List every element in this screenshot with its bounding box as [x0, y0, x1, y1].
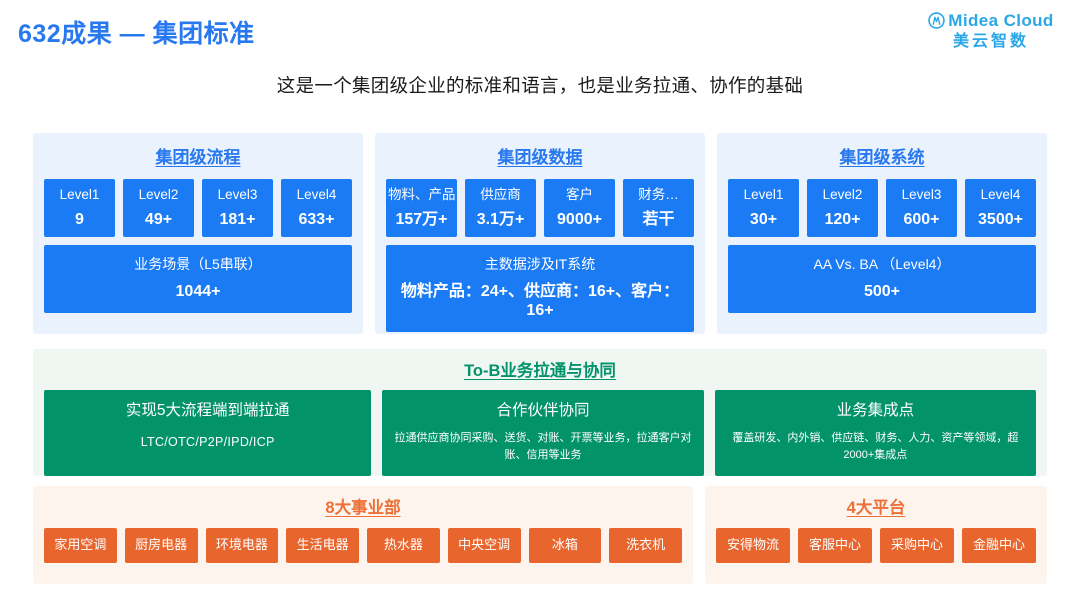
tob-card-subtitle: 覆盖研发、内外销、供应链、财务、人力、资产等领域，超2000+集成点 [732, 432, 1019, 462]
division-tag-row: 家用空调 厨房电器 环境电器 生活电器 热水器 中央空调 冰箱 洗衣机 [44, 528, 682, 563]
brand-logo: Midea Cloud 美云智数 [916, 12, 1066, 51]
metric-label: Level4 [980, 187, 1021, 202]
metric-box[interactable]: Level3 181+ [202, 179, 273, 238]
level-box-row-data: 物料、产品 157万+ 供应商 3.1万+ 客户 9000+ 财务… 若干 [386, 179, 694, 238]
page-title: 632成果 — 集团标准 [18, 20, 255, 48]
summary-box-data[interactable]: 主数据涉及IT系统 物料产品：24+、供应商：16+、客户：16+ [386, 245, 694, 333]
division-tag[interactable]: 环境电器 [205, 528, 279, 563]
metric-box[interactable]: Level4 633+ [281, 179, 352, 238]
metric-label: Level1 [743, 187, 784, 202]
metric-box[interactable]: 物料、产品 157万+ [386, 179, 457, 238]
division-tag[interactable]: 热水器 [367, 528, 440, 563]
metric-label: Level2 [138, 187, 179, 202]
metric-box[interactable]: Level1 9 [44, 179, 115, 238]
metric-box[interactable]: Level4 3500+ [965, 179, 1036, 238]
panel-title-divisions: 8大事业部 [325, 499, 401, 517]
tob-card[interactable]: 实现5大流程端到端拉通 LTC/OTC/P2P/IPD/ICP [44, 390, 372, 477]
panel-group-tob: To-B业务拉通与协同 实现5大流程端到端拉通 LTC/OTC/P2P/IPD/… [33, 349, 1047, 477]
panel-group-data: 集团级数据 物料、产品 157万+ 供应商 3.1万+ 客户 9000+ 财务…… [375, 133, 705, 334]
metric-label: 物料、产品 [388, 187, 455, 202]
metric-label: Level3 [217, 187, 258, 202]
metric-label: 供应商 [480, 187, 521, 202]
metric-label: 财务… [638, 187, 679, 202]
tob-card-title: 合作伙伴协同 [496, 402, 590, 419]
platform-tag[interactable]: 金融中心 [962, 528, 1036, 563]
tob-card-row: 实现5大流程端到端拉通 LTC/OTC/P2P/IPD/ICP 合作伙伴协同 拉… [44, 390, 1036, 477]
metric-value: 9000+ [557, 210, 602, 228]
metric-box[interactable]: 客户 9000+ [544, 179, 615, 238]
metric-box[interactable]: 供应商 3.1万+ [465, 179, 536, 238]
division-tag[interactable]: 中央空调 [447, 528, 521, 563]
metric-box[interactable]: Level2 120+ [807, 179, 878, 238]
platform-tag[interactable]: 安得物流 [716, 528, 790, 563]
logo-text-en: Midea Cloud [948, 11, 1054, 30]
panel-group-platforms: 4大平台 安得物流 客服中心 采购中心 金融中心 [705, 486, 1047, 584]
panel-title-tob: To-B业务拉通与协同 [464, 362, 616, 380]
metric-value: 若干 [642, 210, 675, 228]
platform-tag[interactable]: 采购中心 [880, 528, 954, 563]
division-tag[interactable]: 冰箱 [528, 528, 602, 563]
panel-group-process: 集团级流程 Level1 9 Level2 49+ Level3 181+ Le… [33, 133, 363, 334]
metric-label: Level4 [296, 187, 337, 202]
summary-box-system[interactable]: AA Vs. BA （Level4） 500+ [728, 245, 1036, 313]
metric-value: 120+ [824, 210, 861, 228]
panel-title-platforms: 4大平台 [846, 499, 906, 517]
tob-card[interactable]: 业务集成点 覆盖研发、内外销、供应链、财务、人力、资产等领域，超2000+集成点 [714, 390, 1036, 477]
metric-value: 633+ [298, 210, 335, 228]
metric-value: 157万+ [395, 210, 448, 228]
platform-tag[interactable]: 客服中心 [798, 528, 872, 563]
metric-value: 9 [75, 210, 84, 228]
metric-label: Level2 [822, 187, 863, 202]
division-tag[interactable]: 洗衣机 [609, 528, 682, 563]
summary-box-process[interactable]: 业务场景（L5串联） 1044+ [44, 245, 352, 313]
summary-label: AA Vs. BA （Level4） [813, 256, 951, 273]
level-box-row-system: Level1 30+ Level2 120+ Level3 600+ Level… [728, 179, 1036, 238]
level-box-row-process: Level1 9 Level2 49+ Level3 181+ Level4 6… [44, 179, 352, 238]
division-tag[interactable]: 生活电器 [286, 528, 359, 563]
summary-label: 主数据涉及IT系统 [484, 256, 596, 273]
summary-label: 业务场景（L5串联） [134, 256, 262, 273]
page-subtitle: 这是一个集团级企业的标准和语言，也是业务拉通、协作的基础 [276, 75, 804, 96]
midea-cloud-logo-icon [928, 12, 945, 29]
tob-card-subtitle: 拉通供应商协同采购、送货、对账、开票等业务，拉通客户对账、信用等业务 [394, 432, 692, 462]
division-tag[interactable]: 家用空调 [44, 528, 117, 563]
metric-label: Level1 [59, 187, 100, 202]
tob-card[interactable]: 合作伙伴协同 拉通供应商协同采购、送货、对账、开票等业务，拉通客户对账、信用等业… [382, 390, 704, 477]
metric-value: 49+ [144, 210, 173, 228]
summary-value: 500+ [863, 282, 901, 300]
metric-value: 3.1万+ [476, 210, 525, 228]
summary-value: 1044+ [175, 282, 221, 300]
panel-group-divisions: 8大事业部 家用空调 厨房电器 环境电器 生活电器 热水器 中央空调 冰箱 洗衣… [33, 486, 693, 584]
metric-box[interactable]: Level1 30+ [728, 179, 799, 238]
metric-value: 30+ [749, 210, 778, 228]
tob-card-title: 业务集成点 [836, 402, 915, 419]
metric-value: 600+ [903, 210, 940, 228]
metric-label: Level3 [901, 187, 942, 202]
logo-text-cn: 美云智数 [952, 33, 1029, 50]
metric-label: 客户 [566, 187, 593, 202]
panel-title-system: 集团级系统 [839, 148, 925, 167]
metric-box[interactable]: Level2 49+ [123, 179, 194, 238]
summary-value: 物料产品：24+、供应商：16+、客户：16+ [400, 282, 680, 319]
panel-group-system: 集团级系统 Level1 30+ Level2 120+ Level3 600+… [717, 133, 1047, 334]
metric-box[interactable]: Level3 600+ [886, 179, 957, 238]
panel-title-data: 集团级数据 [497, 148, 583, 167]
panel-title-process: 集团级流程 [155, 148, 241, 167]
metric-value: 3500+ [978, 210, 1023, 228]
tob-card-title: 实现5大流程端到端拉通 [125, 402, 290, 419]
metric-box[interactable]: 财务… 若干 [623, 179, 694, 238]
tob-card-subtitle: LTC/OTC/P2P/IPD/ICP [140, 435, 275, 450]
platform-tag-row: 安得物流 客服中心 采购中心 金融中心 [716, 528, 1036, 563]
metric-value: 181+ [219, 210, 256, 228]
division-tag[interactable]: 厨房电器 [124, 528, 198, 563]
